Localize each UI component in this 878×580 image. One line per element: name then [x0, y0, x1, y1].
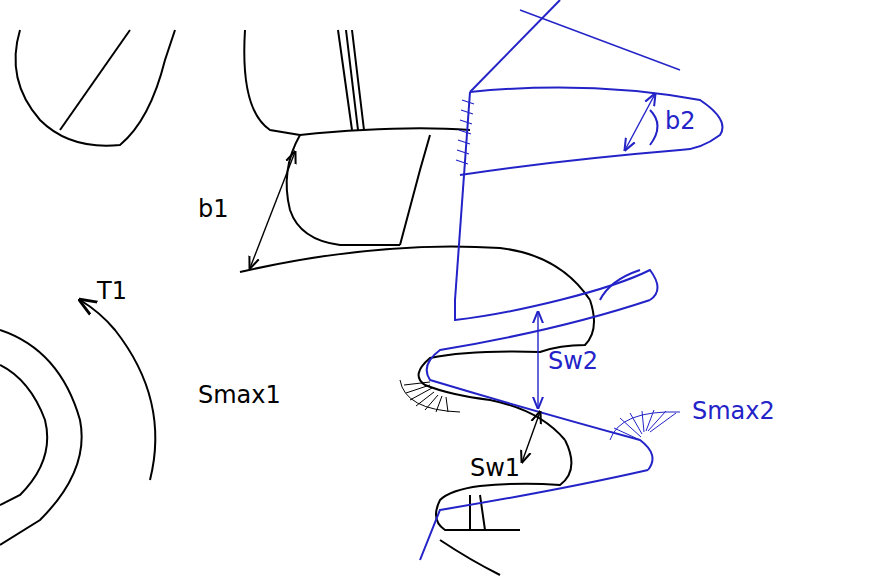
stress-distribution [400, 380, 460, 412]
dimension-label: Smax1 [196, 382, 283, 408]
dimension-label: Smax2 [690, 398, 777, 424]
dimension-line [520, 10, 680, 408]
driven-gear [420, 0, 723, 560]
dimension-label: T1 [95, 278, 129, 304]
dimension-line [250, 152, 540, 462]
dimension-label: b2 [663, 108, 698, 134]
dimension-label: Sw2 [546, 348, 600, 374]
dimension-label: b1 [196, 196, 231, 222]
driving-gear [0, 30, 594, 575]
dimension-label: Sw1 [468, 455, 522, 481]
stress-distribution [610, 410, 680, 440]
